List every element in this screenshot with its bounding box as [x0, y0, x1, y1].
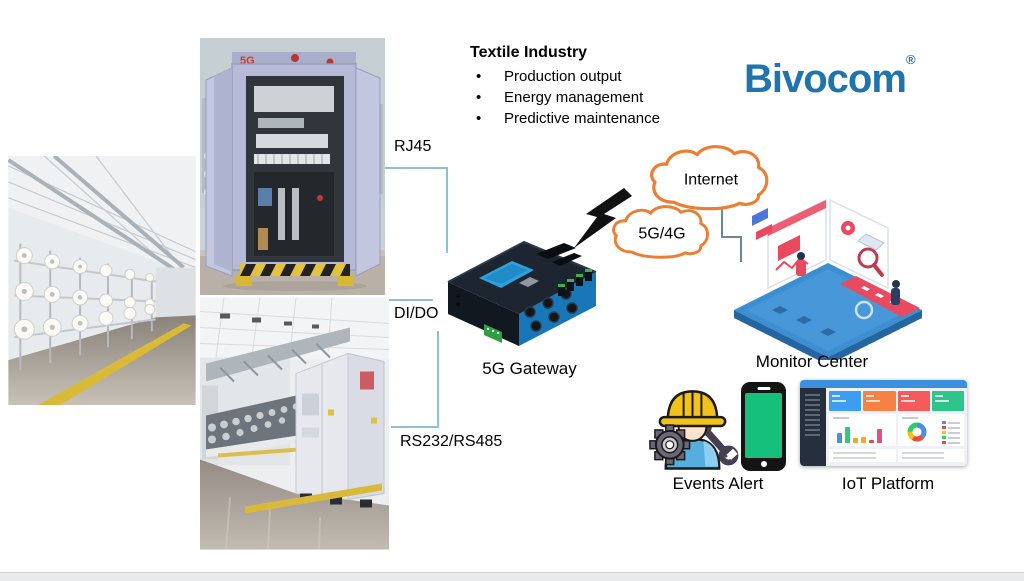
port-label-serial: RS232/RS485: [400, 433, 503, 450]
bullet-dot: •: [476, 89, 482, 106]
port-label-rj45: RJ45: [394, 138, 432, 155]
machine-photo-illustration: [200, 297, 389, 550]
cloud-icon: [612, 205, 710, 259]
bullet-item: • Energy management: [470, 87, 740, 108]
registered-mark: ®: [905, 52, 916, 67]
lightning-icon: [572, 186, 636, 254]
bullet-dot: •: [476, 110, 482, 127]
stat-card-orange: [863, 391, 896, 411]
phone-home-button: [760, 461, 767, 467]
stat-card-blue: [829, 391, 862, 411]
gateway-label: 5G Gateway: [482, 359, 577, 378]
iot-donut-chart: [897, 414, 964, 446]
phone-icon: [741, 382, 786, 471]
iot-stat-cards: [829, 391, 964, 411]
iot-bar-chart: [829, 414, 896, 446]
connector-rj45-h: [385, 167, 447, 169]
internet-cloud: Internet: [642, 141, 780, 217]
bullet-dot: •: [476, 68, 482, 85]
monitor-center-label: Monitor Center: [755, 352, 869, 371]
control-cabinet-photo: 5G: [200, 38, 385, 295]
bullet-item: • Predictive maintenance: [470, 108, 740, 129]
connector-internet-h: [721, 236, 742, 238]
stat-card-red: [897, 391, 930, 411]
connector-rj45-v: [446, 167, 448, 253]
cabinet-photo-illustration: 5G: [200, 38, 385, 295]
phone-speaker: [757, 387, 770, 390]
connector-internet-v2: [740, 236, 742, 262]
bullet-label: Predictive maintenance: [504, 110, 660, 127]
bullet-label: Energy management: [504, 89, 644, 106]
connector-internet-v1: [721, 199, 723, 238]
iot-sidebar: [800, 388, 826, 466]
textile-factory-photo: [8, 156, 196, 405]
worker-gear-wrench-icon: [649, 390, 739, 470]
iot-table-right: [897, 449, 964, 462]
bullet-item: • Production output: [470, 66, 740, 87]
cellular-cloud: 5G/4G: [606, 201, 718, 265]
cellular-cloud-label: 5G/4G: [638, 225, 686, 243]
connector-serial-h: [391, 426, 439, 428]
monitor-center-illustration: [716, 198, 941, 360]
internet-cloud-label: Internet: [683, 171, 739, 189]
stat-card-green: [931, 391, 964, 411]
phone-screen: [745, 393, 782, 458]
iot-main: [826, 388, 967, 466]
iot-legend: [942, 419, 960, 444]
gear-icon: [649, 424, 691, 466]
events-alert-icon: [646, 378, 740, 472]
events-alert-label: Events Alert: [672, 474, 764, 493]
machine-row-photo: [200, 296, 389, 551]
iot-platform-screenshot: [800, 380, 967, 466]
page-footer-bar: [0, 572, 1024, 581]
brand-logo: Bivocom®: [744, 52, 916, 102]
iot-topbar: [800, 380, 967, 388]
brand-name: Bivocom: [744, 57, 907, 101]
industry-header: Textile Industry • Production output • E…: [470, 44, 740, 129]
port-label-dido: DI/DO: [394, 305, 439, 322]
gateway-device-illustration: [447, 240, 597, 346]
gateway-device: [424, 226, 599, 348]
connector-serial-v: [437, 331, 439, 428]
bullet-label: Production output: [504, 68, 622, 85]
cloud-icon: [650, 145, 769, 211]
iot-table-left: [829, 449, 896, 462]
page-title: Textile Industry: [470, 44, 588, 61]
connector-dido-h: [389, 299, 433, 301]
iot-platform-label: IoT Platform: [841, 474, 935, 493]
factory-photo-illustration: [8, 156, 196, 405]
